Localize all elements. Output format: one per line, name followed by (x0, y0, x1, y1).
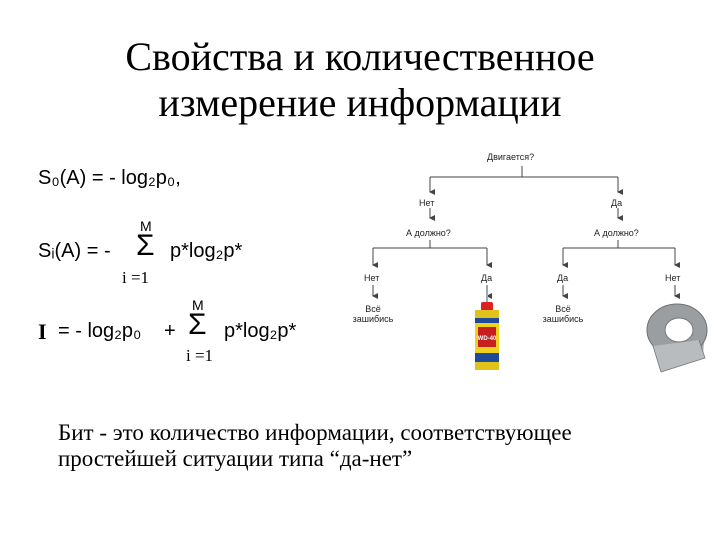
formula-2-sigma: Σ (136, 229, 155, 262)
tree-right-question: А должно? (594, 228, 639, 238)
formula-2-rhs: p*log₂p* (170, 240, 243, 262)
slide-title: Свойства и количественное измерение инфо… (0, 34, 720, 126)
tree-result-right: Всё зашибись (539, 304, 587, 324)
bit-definition-text: Бит - это количество информации, соответ… (58, 420, 708, 472)
tree-result-right-line-1: Всё (555, 304, 571, 314)
spray-can-image: WD-40 (475, 290, 499, 370)
tree-leaf-no-left: Нет (364, 273, 380, 283)
tree-result-left-line-1: Всё (365, 304, 381, 314)
tree-left-branch-label: Нет (419, 198, 435, 208)
formula-information-symbol: I (38, 319, 47, 344)
tree-root-question: Двигается? (487, 152, 535, 162)
tree-result-left: Всё зашибись (349, 304, 397, 324)
duct-tape-image (646, 303, 708, 373)
formula-entropy-i-lhs: Sᵢ(A) = - (38, 240, 111, 262)
formula-3-lower-limit: i =1 (186, 346, 214, 365)
formula-entropy-zero: S₀(A) = - log₂p₀, (38, 167, 181, 189)
decision-tree-lines: WD-40 (372, 166, 708, 373)
tree-right-branch-label: Да (611, 198, 623, 208)
tree-left-question: А должно? (406, 228, 451, 238)
tree-leaf-yes-right: Да (557, 273, 569, 283)
formula-2-upper-limit: M (140, 218, 152, 234)
tree-result-right-line-2: зашибись (542, 314, 584, 324)
title-line-1: Свойства и количественное (125, 34, 595, 79)
formulas-block: S₀(A) = - log₂p₀, Sᵢ(A) = - M Σ p*log₂p*… (0, 0, 340, 380)
title-line-2: измерение информации (158, 80, 562, 125)
caption-line-1: Бит - это количество информации, соответ… (58, 420, 572, 445)
formula-3-upper-limit: M (192, 297, 204, 313)
formula-3-sigma: Σ (188, 308, 207, 341)
tree-leaf-no-right: Нет (665, 273, 681, 283)
tree-leaf-yes-left: Да (481, 273, 493, 283)
tree-result-left-line-2: зашибись (352, 314, 394, 324)
caption-line-2: простейшей ситуации типа “да-нет” (58, 446, 413, 471)
formula-3-rhs: p*log₂p* (224, 320, 297, 342)
can-label: WD-40 (478, 336, 497, 342)
formula-3-lhs: = - log₂p₀ (58, 320, 142, 342)
formula-2-lower-limit: i =1 (122, 268, 150, 287)
decision-tree: WD-40 Двигается? Нет Да А должно? А долж… (335, 140, 720, 380)
formula-3-plus: + (164, 320, 176, 342)
